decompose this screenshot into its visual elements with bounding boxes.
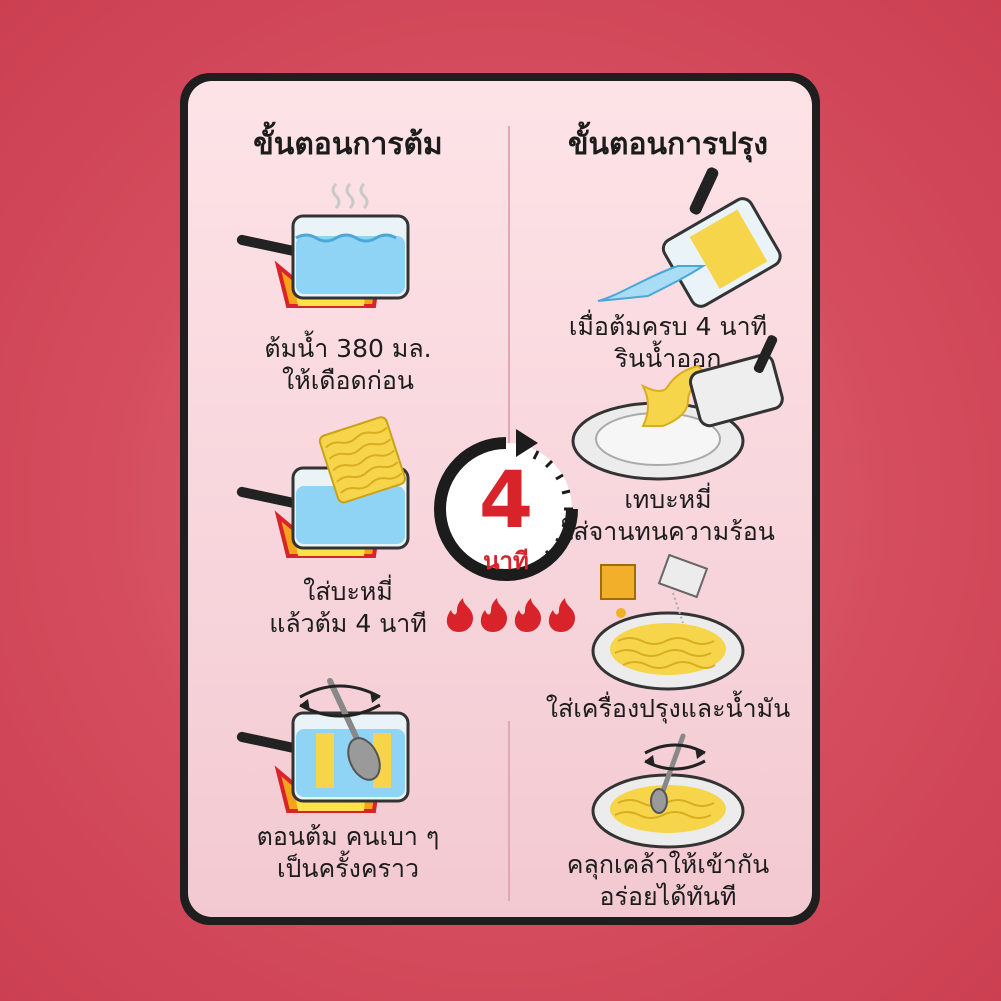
seasoning-sachet-icon [657,553,709,599]
card-panel: ขั้นตอนการต้ม ขั้นตอนการปรุง ต้มน้ำ 380 … [188,81,812,917]
flame-icon [480,598,507,632]
cook-step-4-caption: คลุกเคล้าให้เข้ากัน อร่อยได้ทันที [533,849,803,913]
caption-line: แล้วต้ม 4 นาที [269,609,427,638]
cook-step-3-caption: ใส่เครื่องปรุงและน้ำมัน [533,693,803,725]
caption-line: รินน้ำออก [614,344,722,373]
mix-plate-icon [591,733,745,849]
boil-step-2-caption: ใส่บะหมี่ แล้วต้ม 4 นาที [233,576,463,640]
caption-line: ใส่จานทนความร้อน [561,517,775,546]
cooking-steps-title: ขั้นตอนการปรุง [568,127,768,162]
plate-icon [591,773,745,849]
caption-line: อร่อยได้ทันที [599,882,737,911]
pour-noodle-plate-icon [571,335,784,481]
caption-line: คลุกเคล้าให้เข้ากัน [566,850,770,879]
stir-pot-icon [236,678,410,813]
timer-icon [434,429,578,581]
timer-number: 4 [478,456,534,546]
caption-line: ใส่บะหมี่ [303,577,393,606]
caption-line: เทบะหมี่ [624,485,712,514]
boil-step-3-caption: ตอนต้ม คนเบา ๆ เป็นครั้งคราว [233,821,463,885]
seasoning-plate-icon [591,553,745,691]
caption-line: ให้เดือดก่อน [282,366,414,395]
instruction-card: ขั้นตอนการต้ม ขั้นตอนการปรุง ต้มน้ำ 380 … [180,73,820,925]
steam-icon [331,182,369,210]
cook-step-2-caption: เทบะหมี่ ใส่จานทนความร้อน [533,484,803,548]
add-noodle-pot-icon [236,416,410,558]
flame-icon [446,598,473,632]
cook-step-1-caption: เมื่อต้มครบ 4 นาที รินน้ำออก [533,311,803,375]
flame-icon [514,598,541,632]
flame-level-icons [446,598,575,632]
noodle-block-icon [318,416,406,504]
timer-unit: นาที [483,547,529,575]
plate-icon [591,611,745,691]
caption-line: ใส่เครื่องปรุงและน้ำมัน [545,694,791,723]
boil-step-1-caption: ต้มน้ำ 380 มล. ให้เดือดก่อน [233,333,463,397]
boiling-pot-icon [236,182,410,308]
boiling-steps-title: ขั้นตอนการต้ม [253,127,443,162]
column-divider-lower [508,721,510,901]
spoon-icon [327,678,381,781]
column-divider [508,126,510,491]
seasoning-sachet-icon [600,564,636,600]
caption-line: เมื่อต้มครบ 4 นาที [568,312,768,341]
drain-pot-icon [597,167,782,308]
caption-line: ต้มน้ำ 380 มล. [264,334,432,363]
caption-line: เป็นครั้งคราว [276,854,420,883]
flame-icon [548,598,575,632]
caption-line: ตอนต้ม คนเบา ๆ [256,822,440,851]
